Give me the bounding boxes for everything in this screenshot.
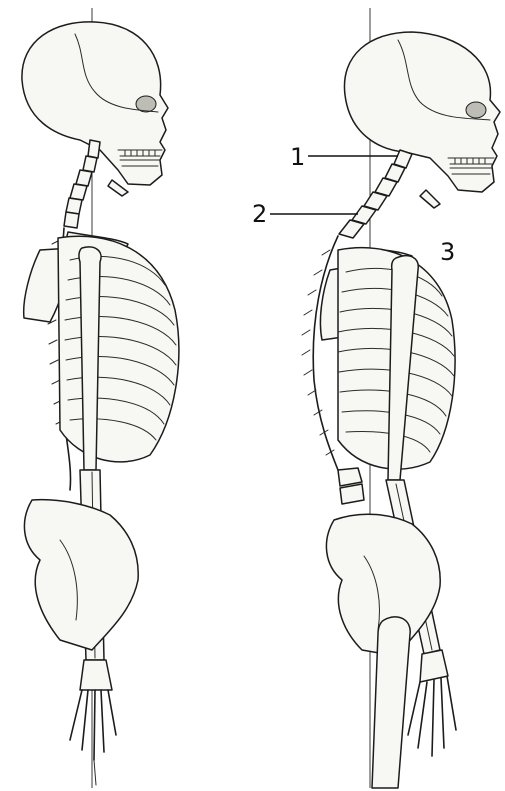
- hand-right: [408, 650, 456, 756]
- callout-2: 2: [252, 200, 358, 228]
- hand-left: [70, 660, 116, 785]
- callout-3-label: 3: [440, 238, 455, 266]
- callout-3: 3: [440, 238, 455, 266]
- femur-right: [372, 617, 410, 788]
- pelvis-left: [24, 500, 138, 650]
- slouched-skeleton: [302, 8, 500, 788]
- callout-1-label: 1: [290, 143, 305, 171]
- callout-2-label: 2: [252, 200, 267, 228]
- skull-right: [344, 32, 500, 208]
- rib-cage-left: [58, 236, 179, 462]
- upright-skeleton: [22, 8, 179, 788]
